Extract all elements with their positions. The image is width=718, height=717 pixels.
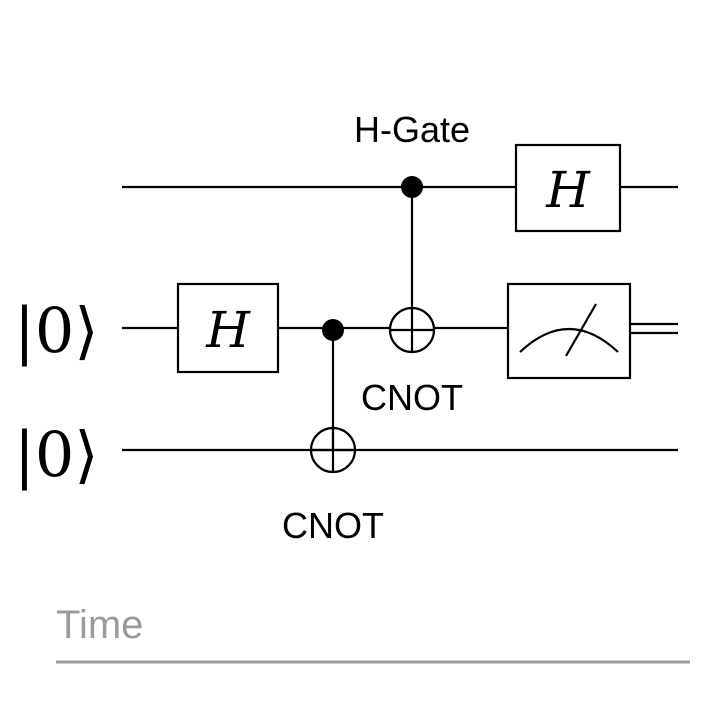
hadamard-gate-top: H [514, 143, 622, 233]
measurement-meter-icon [506, 282, 632, 380]
hadamard-gate-top-label: H [545, 161, 591, 219]
hadamard-gate-middle: H [176, 282, 280, 374]
input-state-bottom: |0⟩ [14, 418, 99, 491]
time-axis-label: Time [56, 603, 143, 647]
control-dot [322, 319, 344, 341]
cnot-gate-upper [388, 176, 436, 354]
hadamard-gate-middle-label: H [205, 301, 251, 359]
input-state-middle: |0⟩ [14, 294, 99, 367]
control-dot [401, 176, 423, 198]
cnot-lower-label: CNOT [282, 505, 384, 546]
cnot-gate-lower [309, 319, 357, 474]
cnot-upper-label: CNOT [361, 377, 463, 418]
h-gate-label: H-Gate [354, 109, 470, 150]
